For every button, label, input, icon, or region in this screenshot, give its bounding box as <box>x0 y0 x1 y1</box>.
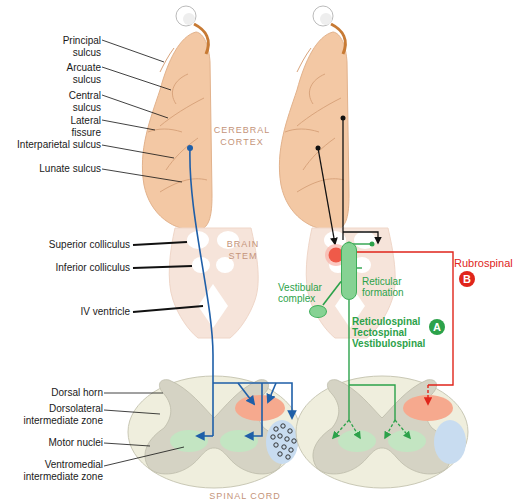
medial-tract <box>349 385 395 420</box>
leader-line <box>133 306 203 312</box>
corticospinal-branch <box>246 383 262 436</box>
leader-line <box>104 410 160 414</box>
leader-line <box>102 169 182 182</box>
sulcus-label: Lateral fissure <box>49 115 101 139</box>
corticobulbar-tract <box>318 148 335 244</box>
leader-line <box>102 95 168 118</box>
sulcus-label: Lunate sulcus <box>1 163 101 175</box>
leader-line <box>102 67 171 90</box>
cortex-left <box>142 6 212 230</box>
rubrospinal-tract <box>343 252 453 385</box>
corticospinal-branch <box>213 383 292 418</box>
sulcus-label: Arcuate sulcus <box>49 62 101 86</box>
motor-neuron <box>289 448 293 452</box>
leader-line <box>102 120 155 130</box>
corticospinal-branch <box>268 383 276 402</box>
zone-label: Dorsal horn <box>1 387 103 399</box>
sulcus-label: Interparietal sulcus <box>1 139 101 151</box>
corticospinal-branch <box>238 383 254 404</box>
medial-terminal <box>395 420 410 438</box>
leader-line <box>102 145 174 158</box>
zone-label: Ventromedial intermediate zone <box>1 459 103 483</box>
leader-line <box>104 447 184 466</box>
motor-neuron <box>278 434 282 438</box>
leader-line <box>133 266 192 268</box>
corticobulbar-tract <box>342 118 343 240</box>
region-title: BRAIN STEM <box>213 238 273 262</box>
cord-right <box>296 376 468 488</box>
motor-neuron <box>285 437 289 441</box>
leader-line <box>104 393 163 394</box>
cortex-right <box>279 6 349 230</box>
motor-neuron <box>274 443 278 447</box>
corticospinal-tract <box>190 148 213 436</box>
medial-terminal <box>385 420 395 438</box>
region-title: CEREBRAL CORTEX <box>200 124 284 148</box>
motor-neuron <box>292 439 296 443</box>
medial-tract <box>348 300 349 420</box>
motor-neuron <box>282 445 286 449</box>
motor-neuron <box>288 429 292 433</box>
callout-letter: A <box>429 319 445 335</box>
sulcus-label: Central sulcus <box>49 90 101 114</box>
tract-node <box>370 242 375 247</box>
leader-line <box>133 242 187 245</box>
node-label: Vestibular complex <box>278 282 330 304</box>
motor-neuron <box>281 424 285 428</box>
pathway-label: Rubrospinal <box>454 257 528 270</box>
pathway-badge: B <box>459 271 475 287</box>
motor-neuron <box>286 455 290 459</box>
leader-line <box>102 40 164 62</box>
medial-terminal <box>333 420 349 438</box>
sulcus-label: Principal sulcus <box>49 35 101 59</box>
zone-label: Motor nuclei <box>1 437 103 449</box>
zone-label: Dorsolateral intermediate zone <box>1 403 103 427</box>
callout-letter: B <box>459 271 475 287</box>
corticospinal-branch <box>197 435 213 437</box>
pathway-label: Reticulospinal Tectospinal Vestibulospin… <box>352 316 432 349</box>
region-title: SPINAL CORD <box>195 490 295 502</box>
tract-connector <box>323 281 341 305</box>
structure-label: IV ventricle <box>20 306 130 318</box>
motor-neuron <box>278 452 282 456</box>
structure-label: Superior colliculus <box>20 239 130 251</box>
motor-neuron <box>271 435 275 439</box>
motor-neuron <box>274 427 278 431</box>
vestibular-oval: Vestibular complex <box>309 305 327 318</box>
rubrospinal-terminal <box>427 385 428 404</box>
node-label: Reticular formation <box>362 276 410 298</box>
reticular-band: Reticular formation <box>341 242 357 300</box>
motor-neuron-dots <box>271 424 296 459</box>
leader-line <box>104 443 150 446</box>
medial-terminal <box>349 420 360 438</box>
structure-label: Inferior colliculus <box>20 262 130 274</box>
pathway-badge: A <box>429 319 445 335</box>
